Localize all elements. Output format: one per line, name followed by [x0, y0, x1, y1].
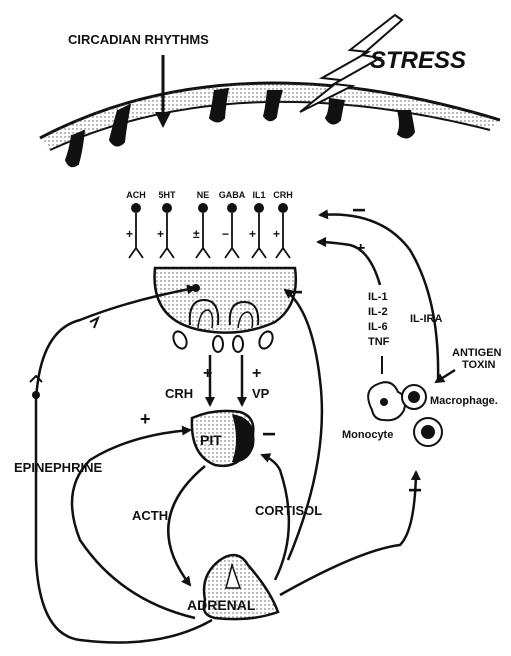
neuron-label: ACH	[126, 190, 146, 200]
antigen-label: ANTIGEN	[452, 347, 502, 359]
neuron-5ht: 5HT +	[157, 190, 176, 258]
neuron-gaba: GABA −	[219, 190, 246, 258]
cytokine-label: TNF	[368, 336, 390, 348]
cortisol-to-hypothalamus-minus: −	[289, 279, 303, 306]
macrophage-label: Macrophage.	[430, 395, 498, 407]
circadian-label: CIRCADIAN RHYTHMS	[68, 32, 209, 47]
neuron-il1: IL1 +	[249, 190, 266, 258]
il-ira-label: IL-IRA	[410, 313, 442, 325]
neuron-soma	[278, 203, 288, 213]
neuron-soma	[162, 203, 172, 213]
neuron-ne: NE ±	[193, 190, 210, 258]
crh-plus-sign: +	[203, 365, 212, 382]
pituitary-plus-sign: +	[140, 409, 151, 429]
neuron-sign: −	[222, 227, 229, 241]
neuron-label: NE	[197, 190, 210, 200]
cortisol-to-immune-minus: −	[408, 477, 422, 504]
epinephrine-label: EPINEPHRINE	[14, 460, 102, 475]
neuron-row: ACH +5HT + NE ± GABA − IL1 + CRH +	[126, 190, 293, 258]
neuron-label: IL1	[252, 190, 265, 200]
cytokine-label: IL-2	[368, 306, 388, 318]
neuron-soma	[254, 203, 264, 213]
adrenal-label: ADRENAL	[187, 597, 256, 613]
neuron-label: GABA	[219, 190, 246, 200]
pituitary-minus-sign: −	[262, 421, 276, 448]
acth-label: ACTH	[132, 508, 168, 523]
cytokine-label: IL-1	[368, 291, 388, 303]
stress-label: STRESS	[370, 47, 466, 74]
toxin-label: TOXIN	[462, 359, 495, 371]
neuron-sign: +	[249, 227, 256, 241]
neuron-ach: ACH +	[126, 190, 146, 258]
vp-label: VP	[252, 386, 270, 401]
neuron-sign: +	[126, 227, 133, 241]
neuron-soma	[227, 203, 237, 213]
neuron-label: 5HT	[158, 190, 176, 200]
cytokine-label: IL-6	[368, 321, 388, 333]
nerve-terminal-markers	[30, 318, 98, 399]
neuron-crh: CRH +	[273, 190, 293, 258]
vp-plus-sign: +	[252, 365, 261, 382]
neuron-sign: +	[273, 227, 280, 241]
pituitary-label: PIT	[200, 432, 222, 448]
ilra-minus-sign: −	[352, 197, 366, 224]
monocyte-label: Monocyte	[342, 429, 393, 441]
cytokine-plus-sign: +	[356, 240, 365, 257]
hypothalamus	[155, 268, 296, 352]
neuron-sign: +	[157, 227, 164, 241]
neuron-label: CRH	[273, 190, 293, 200]
neuron-sign: ±	[193, 227, 200, 241]
cortex-arc	[40, 83, 500, 166]
crh-label: CRH	[165, 386, 193, 401]
cortisol-label: CORTISOL	[255, 503, 322, 518]
neuron-soma	[131, 203, 141, 213]
neuron-soma	[198, 203, 208, 213]
